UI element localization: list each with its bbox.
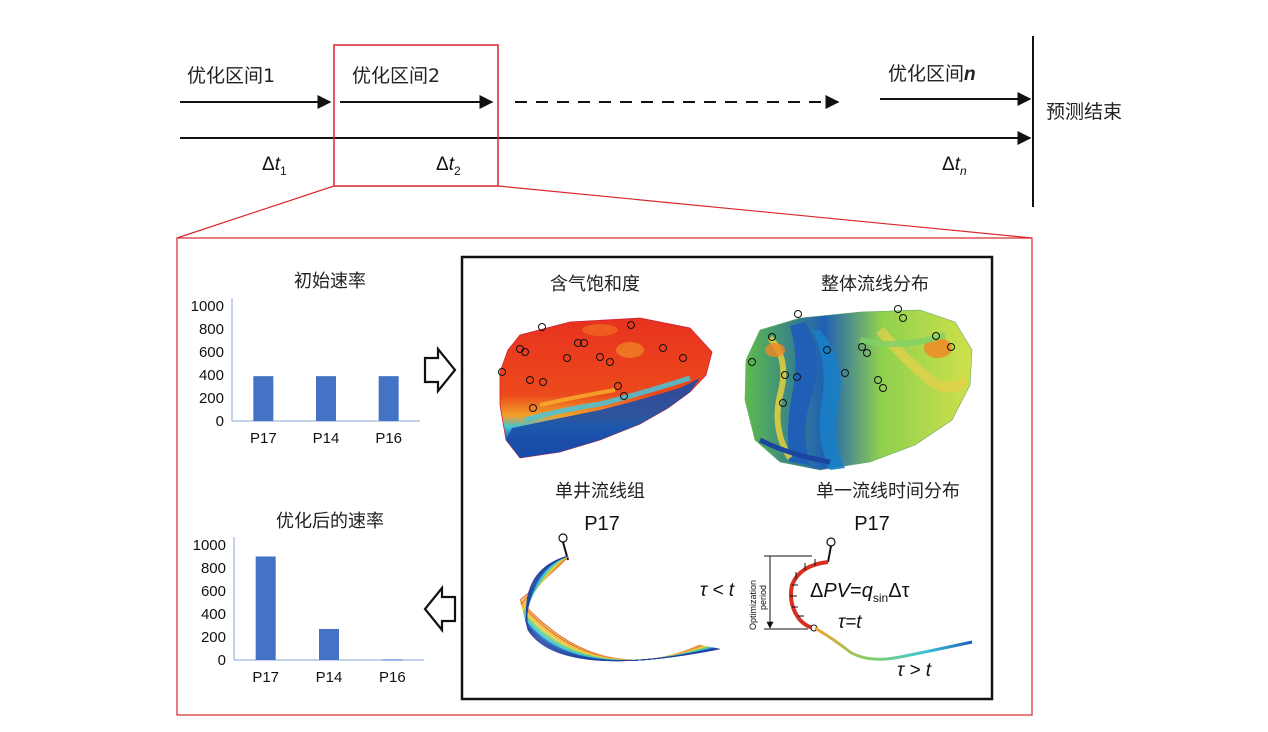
bar <box>316 376 336 421</box>
tau-less-than-t: τ < t <box>700 580 735 601</box>
y-tick-label: 600 <box>199 344 224 361</box>
x-tick-label: P14 <box>316 669 343 686</box>
streamline-title: 整体流线分布 <box>821 274 929 295</box>
hollow-left-arrow <box>423 584 457 634</box>
tau-greater-than-t: τ > t <box>897 660 932 681</box>
y-tick-label: 400 <box>201 606 226 623</box>
y-tick-label: 1000 <box>193 537 226 554</box>
y-tick-label: 200 <box>199 390 224 407</box>
tau-equals-t: τ=t <box>838 612 862 633</box>
y-tick-label: 0 <box>216 413 224 430</box>
gas-saturation-map <box>498 317 713 459</box>
hollow-right-arrow <box>423 345 457 395</box>
bar <box>378 376 399 421</box>
x-tick-label: P16 <box>375 430 402 447</box>
interval-2-delta: Δt2 <box>436 154 461 178</box>
y-tick-label: 0 <box>218 652 226 669</box>
chart-title: 初始速率 <box>294 271 366 292</box>
streamline-map <box>744 305 973 471</box>
x-tick-label: P14 <box>313 430 340 447</box>
optimization-period-label: Optimization <box>748 580 758 630</box>
gas-saturation-title: 含气饱和度 <box>550 274 640 295</box>
zoom-line-left <box>176 185 335 239</box>
single-well-title: 单井流线组 <box>555 481 645 502</box>
x-tick-label: P17 <box>250 430 277 447</box>
simulation-panel <box>460 255 994 701</box>
optimization-period-label-2: period <box>758 585 768 610</box>
timeline: 预测结束 优化区间1 Δt1 优化区间2 Δt2 优化区间n Δtn <box>180 36 1122 207</box>
interval-2-label: 优化区间2 <box>352 65 440 87</box>
interval-n-delta: Δtn <box>942 154 967 178</box>
y-tick-label: 1000 <box>191 298 224 315</box>
y-tick-label: 800 <box>199 321 224 338</box>
bar <box>253 376 274 421</box>
single-streamline-time-distribution: Optimization period τ < t τ=t τ > t ΔPV=… <box>700 537 973 681</box>
streamline-path <box>525 555 721 662</box>
pv-equation: ΔPV=qsinΔτ <box>810 580 910 605</box>
y-tick-label: 400 <box>199 367 224 384</box>
end-label: 预测结束 <box>1046 101 1122 123</box>
y-tick-label: 200 <box>201 629 226 646</box>
chart-title: 优化后的速率 <box>276 511 384 532</box>
zoom-line-right <box>497 185 1033 239</box>
y-tick-label: 800 <box>201 560 226 577</box>
bar <box>382 659 403 661</box>
single-well-streamline-bundle <box>519 533 721 662</box>
y-tick-label: 600 <box>201 583 226 600</box>
bar <box>319 628 339 660</box>
bar <box>255 556 276 660</box>
time-dist-title: 单一流线时间分布 <box>816 481 960 502</box>
interval-2-highlight-box <box>333 44 499 187</box>
x-tick-label: P17 <box>252 669 279 686</box>
detail-frame <box>176 237 1033 716</box>
interval-1-label: 优化区间1 <box>187 65 275 87</box>
x-tick-label: P16 <box>379 669 406 686</box>
time-dist-well: P17 <box>854 513 890 535</box>
single-well-name: P17 <box>584 513 620 535</box>
interval-n-label: 优化区间n <box>888 63 976 85</box>
streamline-path <box>525 555 714 661</box>
interval-1-delta: Δt1 <box>262 154 287 178</box>
